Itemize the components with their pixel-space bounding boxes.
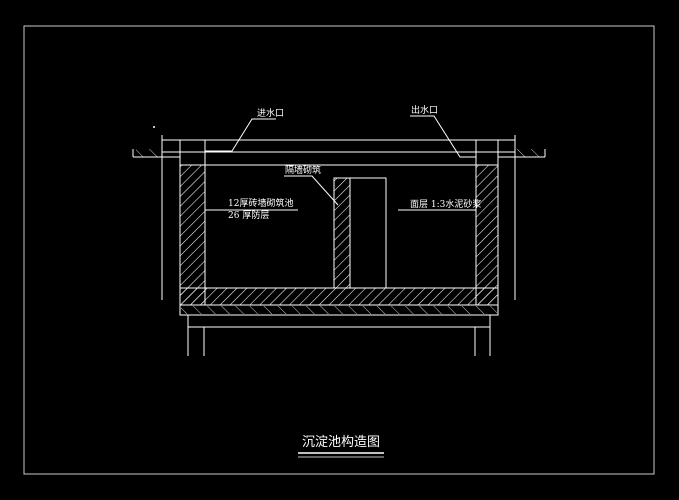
leader-lines — [205, 115, 476, 211]
ground-hatch-left — [136, 149, 162, 157]
marker-dot — [153, 126, 155, 128]
cover-slab — [161, 139, 516, 165]
partition-wall — [333, 177, 351, 289]
leader-ticks — [204, 207, 477, 213]
waterproof-layer-label: 26 厚防层 — [228, 209, 269, 221]
foundation-hatch — [181, 306, 497, 314]
bottom-slab — [179, 287, 499, 306]
foundation — [179, 304, 499, 356]
drawing-frame — [23, 25, 655, 475]
partition-outline — [333, 177, 387, 289]
plaster-label: 面层 1:3水泥砂浆 — [410, 198, 481, 210]
partition-label: 隔墙砌筑 — [285, 164, 321, 176]
wall-spec-label: 12厚砖墙砌筑池 — [228, 197, 293, 209]
outlet-label: 出水口 — [411, 104, 438, 116]
left-wall — [179, 164, 206, 306]
right-wall — [475, 164, 499, 306]
drawing-title: 沉淀池构造图 — [302, 435, 380, 450]
ground-hatch-right — [515, 149, 543, 157]
inlet-label: 进水口 — [257, 107, 284, 119]
